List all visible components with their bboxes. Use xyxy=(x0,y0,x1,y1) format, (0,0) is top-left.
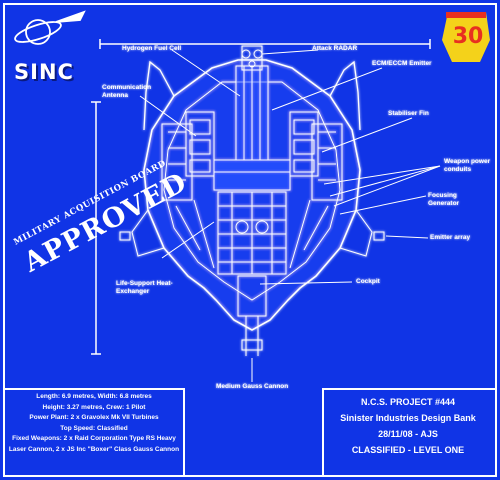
planet-logo xyxy=(14,10,86,45)
spec-line: Height: 3.27 metres, Crew: 1 Pilot xyxy=(42,403,146,411)
design-bank: Sinister Industries Design Bank xyxy=(340,413,476,423)
label-weapon-power-conduits: Weapon power conduits xyxy=(444,158,491,173)
spec-block: Length: 6.9 metres, Width: 6.8 metres He… xyxy=(6,392,182,455)
spec-line: Fixed Weapons: 2 x Raid Corporation Type… xyxy=(12,435,176,442)
label-hydrogen-fuel-cell: Hydrogen Fuel Cell xyxy=(122,45,182,52)
badge-number: 30 xyxy=(452,24,484,49)
label-medium-gauss-cannon: Medium Gauss Cannon xyxy=(216,383,289,390)
callout-lines xyxy=(139,49,441,382)
date-author: 28/11/08 - AJS xyxy=(378,429,438,439)
width-dimension xyxy=(99,39,431,49)
spec-line: Power Plant: 2 x Gravolex Mk VII Turbine… xyxy=(29,414,159,421)
label-life-support: Life-Support Heat-Exchanger xyxy=(116,280,173,295)
spec-line: Laser Cannon, 2 x JS Inc "Boxer" Class G… xyxy=(8,445,180,453)
label-cockpit: Cockpit xyxy=(356,278,380,285)
label-attack-radar: Attack RADAR xyxy=(312,45,358,52)
label-focusing-generator: Focusing Generator xyxy=(428,192,460,207)
thirty-badge xyxy=(442,12,490,62)
label-communication-antenna: Communication Antenna xyxy=(102,84,152,99)
spec-line: Top Speed: Classified xyxy=(60,424,128,432)
label-emitter-array: Emitter array xyxy=(430,234,471,241)
label-stabiliser-fin: Stabiliser Fin xyxy=(388,110,429,117)
sinc-logo: SINC xyxy=(14,60,74,84)
ship-hull xyxy=(119,45,385,356)
length-dimension xyxy=(91,101,101,355)
outer-frame xyxy=(3,3,497,477)
spec-panel xyxy=(3,388,185,477)
spec-line: Length: 6.9 metres, Width: 6.8 metres xyxy=(36,393,152,400)
label-ecm-eccm-emitter: ECM/ECCM Emitter xyxy=(372,60,432,67)
project-title: N.C.S. PROJECT #444 xyxy=(360,397,456,407)
title-panel xyxy=(322,388,497,477)
classification: CLASSIFIED - LEVEL ONE xyxy=(351,445,465,455)
title-block: N.C.S. PROJECT #444 Sinister Industries … xyxy=(326,394,490,458)
